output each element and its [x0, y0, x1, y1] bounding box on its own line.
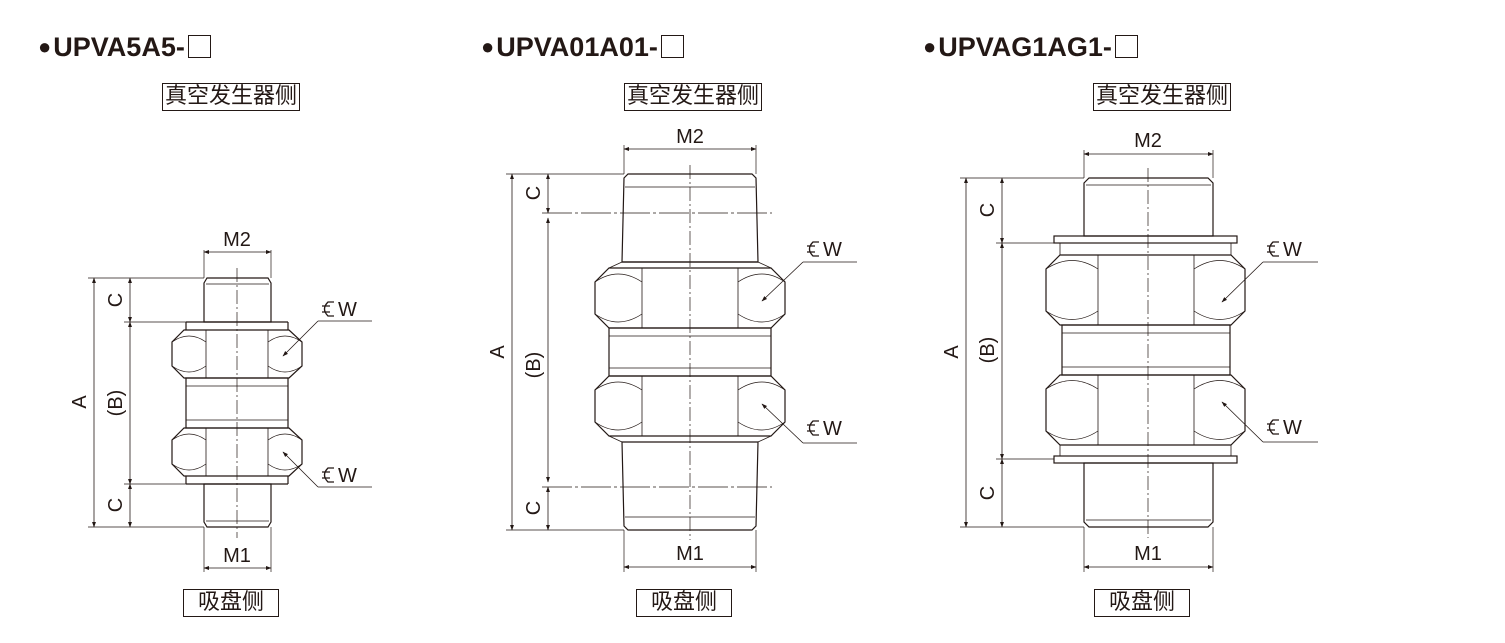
model-name-2: UPVA01A01-	[496, 32, 658, 62]
model-title-3: ●UPVAG1AG1-	[923, 30, 1138, 66]
model-title-1: ●UPVA5A5-	[38, 30, 211, 66]
wrench-icon	[322, 467, 334, 483]
pad-side-label-3: 吸盘侧	[1094, 589, 1191, 617]
dim-m1-label: M1	[1134, 543, 1162, 565]
dim-w-label: W	[1283, 417, 1302, 439]
wrench-icons	[322, 241, 1279, 483]
fitting-drawing-1	[88, 250, 372, 572]
pad-side-label-2: 吸盘侧	[636, 589, 733, 617]
blank-box-icon	[187, 35, 211, 58]
dim-b-label: (B)	[105, 390, 127, 417]
dim-c-top-label: C	[105, 293, 127, 307]
blank-box-icon	[1114, 35, 1138, 58]
fitting-drawing-3	[960, 150, 1318, 572]
model-title-2: ●UPVA01A01-	[481, 30, 684, 66]
dim-w-label: W	[338, 299, 357, 321]
fitting-drawing-2	[506, 145, 857, 572]
vacuum-side-label-3: 真空发生器侧	[1093, 83, 1232, 111]
wrench-icon	[1267, 241, 1279, 257]
dim-c-top-label: C	[523, 186, 545, 200]
wrench-icon	[322, 301, 334, 317]
dim-w-label: W	[823, 239, 842, 261]
dim-m2-label: M2	[676, 126, 704, 148]
dim-a-label: A	[69, 395, 91, 409]
dim-c-bottom-label: C	[105, 498, 127, 512]
dim-m1-label: M1	[676, 543, 704, 565]
dim-m2-label: M2	[223, 229, 251, 251]
dim-b-label: (B)	[977, 337, 999, 364]
dim-m2-label: M2	[1134, 130, 1162, 152]
dim-m1-label: M1	[223, 545, 251, 567]
dim-c-bottom-label: C	[523, 501, 545, 515]
dim-c-top-label: C	[977, 203, 999, 217]
dim-a-label: A	[487, 345, 509, 359]
dim-c-bottom-label: C	[977, 486, 999, 500]
dim-b-label: (B)	[523, 352, 545, 379]
dim-w-label: W	[338, 465, 357, 487]
dim-w-label: W	[1283, 239, 1302, 261]
model-name-1: UPVA5A5-	[53, 32, 185, 62]
bullet-icon: ●	[923, 34, 937, 59]
vacuum-side-label-2: 真空发生器侧	[624, 83, 763, 111]
wrench-icon	[807, 420, 819, 436]
vacuum-side-label-1: 真空发生器侧	[162, 83, 301, 111]
blank-box-icon	[660, 35, 684, 58]
wrench-icon	[1267, 419, 1279, 435]
dim-a-label: A	[941, 345, 963, 359]
bullet-icon: ●	[481, 34, 495, 59]
wrench-icon	[807, 241, 819, 257]
pad-side-label-1: 吸盘侧	[183, 589, 280, 617]
model-name-3: UPVAG1AG1-	[938, 32, 1112, 62]
dim-w-label: W	[823, 418, 842, 440]
bullet-icon: ●	[38, 34, 52, 59]
